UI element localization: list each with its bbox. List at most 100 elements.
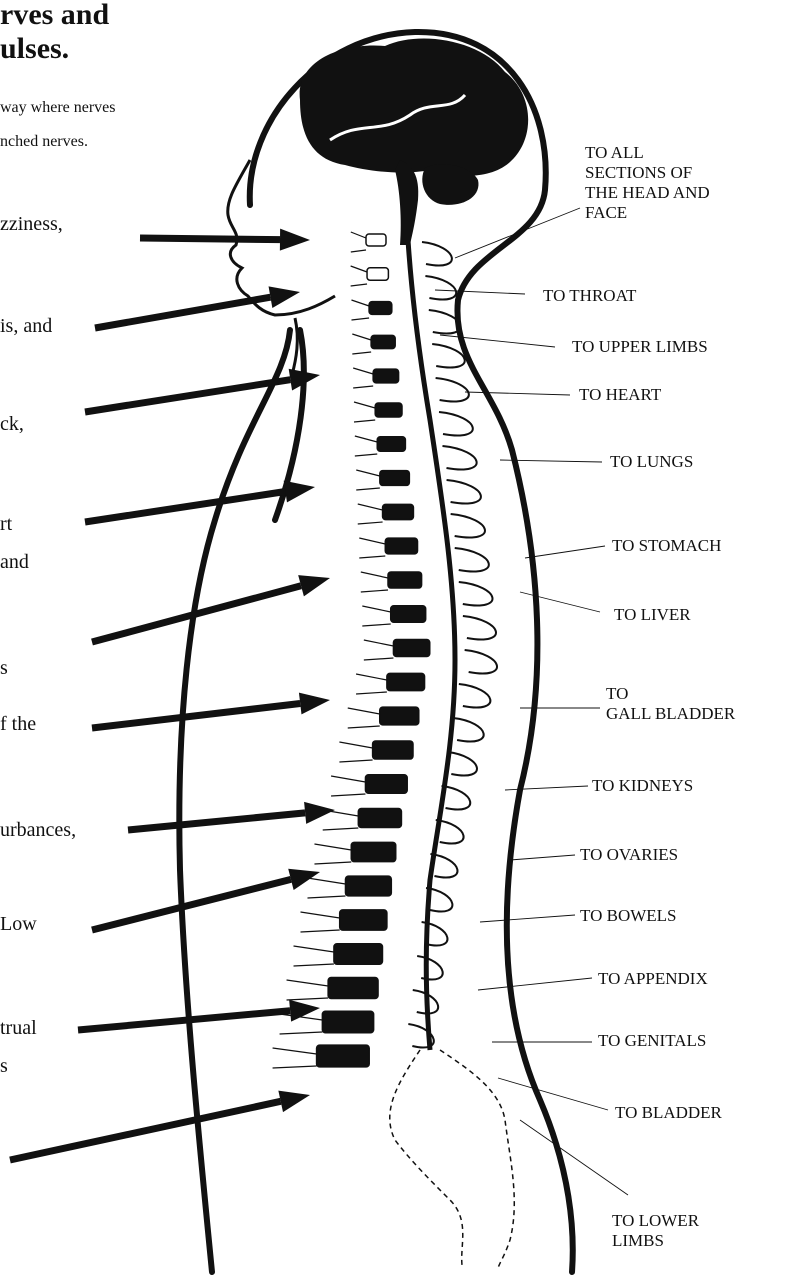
nerve-loop [422,242,452,266]
spinal-nerve-root [356,674,387,680]
symptom-text-4: rt [0,512,12,536]
symptom-arrow-head [280,229,310,251]
spinal-nerve-root [364,658,394,660]
nerve-label-appendix: TO APPENDIX [598,969,708,989]
label-pointer-line [520,1120,628,1195]
intro-text-line-2: nched nerves. [0,132,88,152]
nerve-label-lungs: TO LUNGS [610,452,693,472]
spinal-nerve-root [354,402,375,408]
spinal-nerve-root [364,640,394,646]
nerve-label-lower-limbs-line-2: LIMBS [612,1231,699,1251]
label-pointer-line [478,978,592,990]
vertebra-body [322,1011,373,1032]
nerve-loop [447,480,481,504]
spinal-nerve-root [280,1032,323,1034]
brain [300,38,529,245]
spinal-nerve-root [362,606,390,612]
spinal-nerve-root [301,930,340,932]
nerve-label-throat: TO THROAT [543,286,636,306]
vertebra-body [369,302,392,315]
nerve-loop [432,344,465,368]
spinal-nerve-root [273,1066,317,1068]
vertebra-body [375,403,402,417]
symptom-arrow-head [289,1000,320,1022]
vertebra-body [351,842,395,861]
label-pointer-line [455,208,580,258]
vertebra-body [385,538,417,554]
nerve-label-lower-limbs: TO LOWER LIMBS [612,1211,699,1251]
nerve-loop [465,650,497,674]
brain-stem [395,160,418,245]
vertebra-body [387,673,425,690]
spinal-nerve-root [314,862,351,864]
vertebra-body [365,775,407,794]
symptom-arrow-head [298,575,330,596]
vertebra-body [366,234,386,246]
spinal-nerve-root [348,708,380,714]
vertebra-body [373,369,398,383]
symptom-arrow-head [304,802,335,824]
sacrum-outline [390,1050,515,1268]
spinal-nerve-root [331,776,365,782]
label-pointer-line [520,592,600,612]
nerve-loop [425,276,456,300]
symptom-text-3: ck, [0,412,24,436]
nerve-loop [451,514,485,538]
spinal-nerve-root [355,454,377,456]
spinal-nerve-root [287,998,329,1000]
face-profile [228,160,335,375]
head-back-outline [179,330,290,1272]
spinal-nerve-root [356,488,380,490]
spinal-nerve-root [359,538,385,544]
nerve-label-head-face-line-4: FACE [585,203,710,223]
symptom-arrow-shaft [85,492,285,522]
nerve-loop [459,582,493,606]
symptom-text-5: and [0,550,29,574]
spinal-nerve-root [351,318,369,320]
symptom-arrow-head [278,1091,310,1113]
symptom-text-6: s [0,656,8,680]
vertebra-body [388,572,422,588]
vertebra-body [358,809,401,828]
spinal-nerve-root [358,504,383,510]
nerve-label-gall-bladder: TO GALL BLADDER [606,684,735,724]
sacrum-dashed-right [440,1050,514,1268]
vertebra-body [380,707,419,725]
vertebra-body [371,335,395,348]
brain-cerebrum [300,38,529,175]
label-pointer-line [440,335,555,347]
spinal-nerve-root [339,742,372,748]
spinal-nerve-root [351,232,366,238]
nerve-label-liver: TO LIVER [614,605,691,625]
spinal-nerve-root [351,250,366,252]
symptom-text-9: Low [0,912,37,936]
spinal-nerve-root [323,828,359,830]
nerve-loop [417,956,443,980]
label-pointer-line [480,915,575,922]
symptom-arrow-shaft [95,297,270,328]
spinal-nerve-root [351,300,369,306]
nerve-label-head-face-line-3: THE HEAD AND [585,183,710,203]
spinal-nerve-root [301,912,340,918]
symptom-arrow-shaft [92,879,291,930]
symptom-arrow-shaft [92,704,300,728]
spinal-nerve-root [294,964,334,966]
symptom-arrow-head [269,286,300,308]
intro-text-line-1: way where nerves [0,98,116,118]
spinal-nerve-root [294,946,334,952]
nerve-loop [439,412,473,436]
vertebra-body [334,944,383,965]
symptom-text-1: zziness, [0,212,63,236]
page-title-line-1: rves and [0,0,109,32]
spinal-nerve-root [339,760,372,762]
vertebra-body [345,876,391,896]
nerve-label-heart: TO HEART [579,385,661,405]
nerve-loop [455,548,489,572]
nerve-label-bladder: TO BLADDER [615,1103,722,1123]
spinal-nerve-root [307,878,345,884]
symptom-arrow-shaft [10,1101,281,1160]
label-pointer-line [435,290,525,294]
page-title-line-2: ulses. [0,32,69,66]
spinal-nerve-root [352,334,371,340]
spinal-nerve-root [356,470,380,476]
